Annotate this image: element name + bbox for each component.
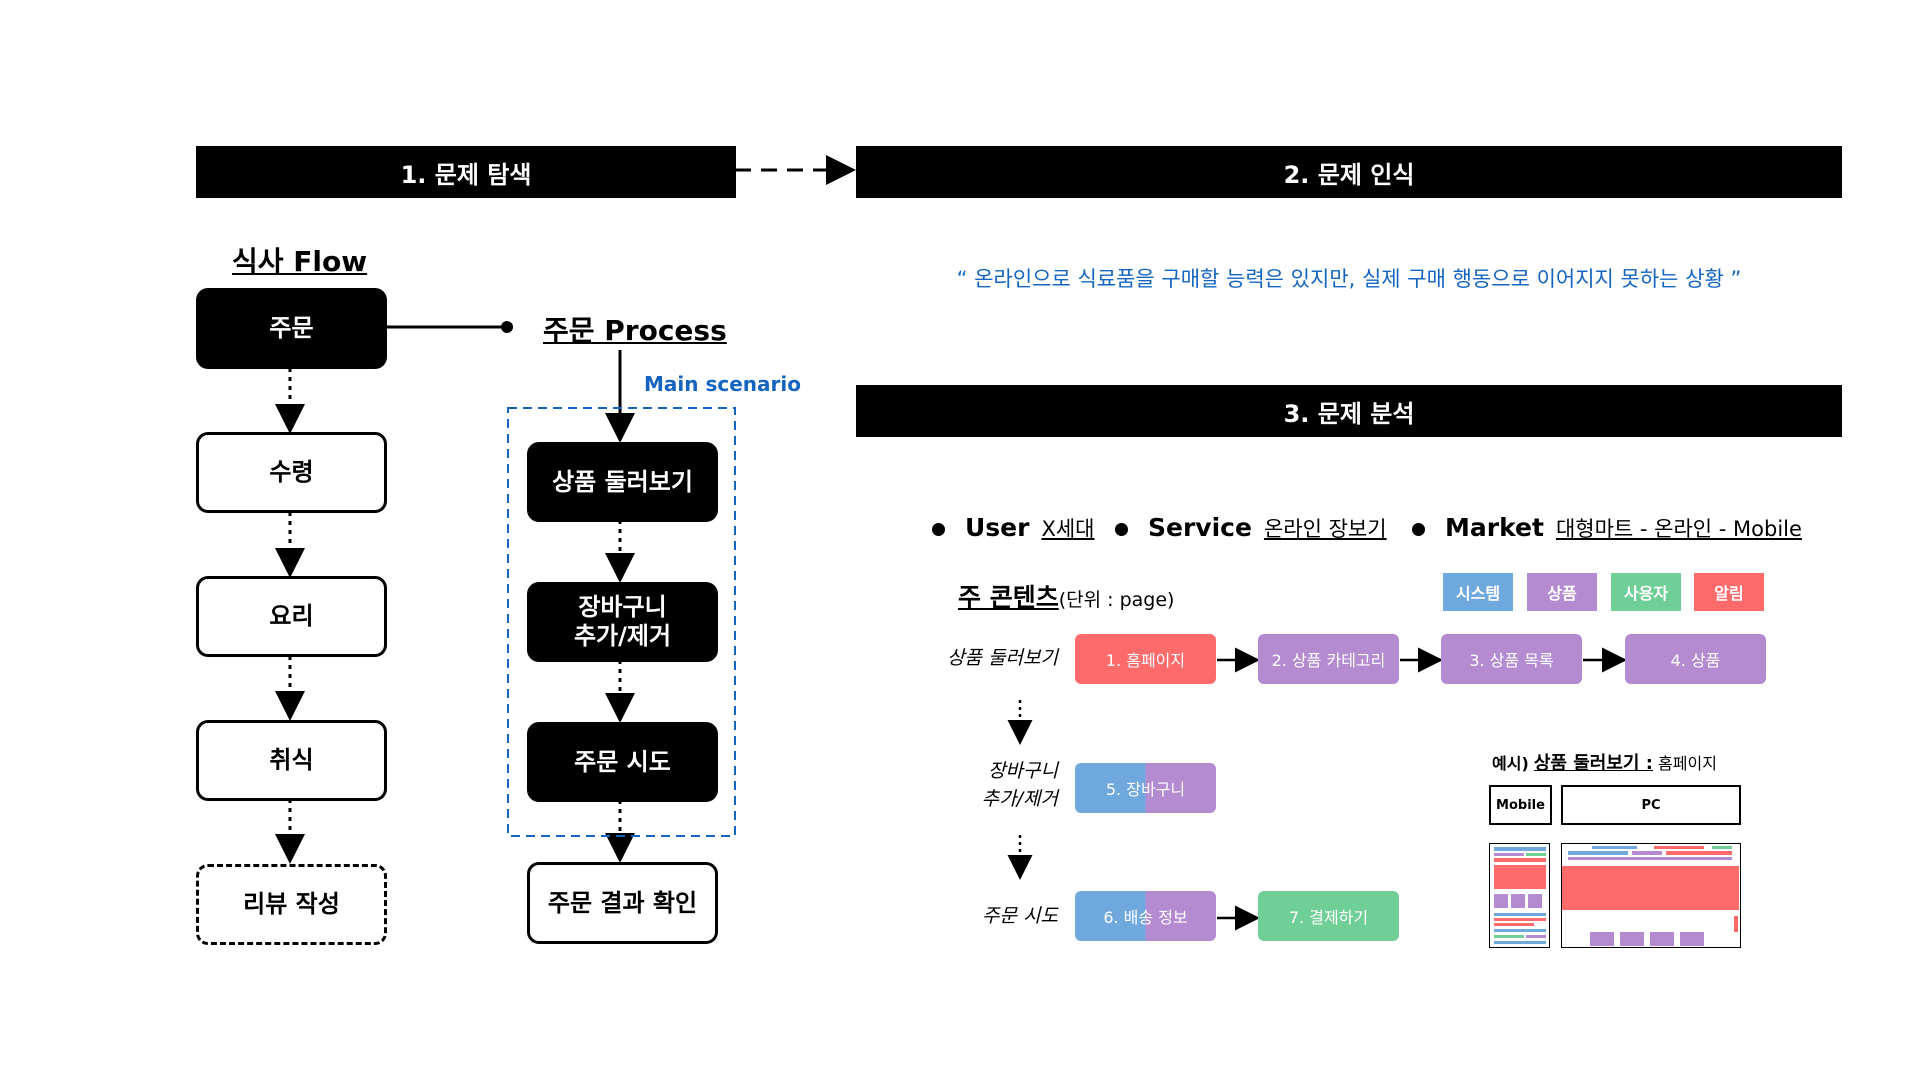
content-flow-arrows: [1217, 647, 1627, 931]
meal-step-review: 리뷰 작성: [196, 864, 387, 945]
target-service-value: 온라인 장보기: [1263, 517, 1387, 541]
meal-step-order: 주문: [196, 288, 387, 369]
process-step-browse: 상품 둘러보기: [527, 442, 718, 522]
section-explore-header: 1. 문제 탐색: [196, 146, 736, 198]
bullet-icon: [1412, 523, 1425, 536]
contents-title: 주 콘텐츠: [958, 583, 1059, 612]
section-recognize-header: 2. 문제 인식: [856, 146, 1842, 198]
legend-user: 사용자: [1611, 573, 1681, 611]
process-result: 주문 결과 확인: [527, 862, 718, 944]
meal-flow-title: 식사 Flow: [232, 245, 368, 278]
example-mobile-thumbnail: [1489, 843, 1550, 948]
contents-heading: 주 콘텐츠(단위 : page): [958, 578, 1174, 614]
page-shipping: 6. 배송 정보: [1075, 891, 1216, 941]
contents-unit: (단위 : page): [1058, 589, 1175, 611]
meal-step-receive: 수령: [196, 432, 387, 513]
page-product: 4. 상품: [1625, 634, 1766, 684]
example-title: 상품 둘러보기 :: [1533, 753, 1653, 774]
page-product-list: 3. 상품 목록: [1441, 634, 1582, 684]
meal-step-cook: 요리: [196, 576, 387, 657]
row-label-order: 주문 시도: [982, 905, 1058, 927]
target-service-key: Service: [1148, 513, 1252, 542]
bullet-icon: [932, 523, 945, 536]
example-page: 홈페이지: [1658, 754, 1717, 773]
page-payment: 7. 결제하기: [1258, 891, 1399, 941]
process-step-cart: 장바구니 추가/제거: [527, 582, 718, 662]
legend-system: 시스템: [1443, 573, 1513, 611]
legend-product: 상품: [1527, 573, 1597, 611]
row-label-browse: 상품 둘러보기: [947, 647, 1058, 669]
example-pc-thumbnail: [1561, 843, 1741, 948]
order-process-title: 주문 Process: [543, 314, 727, 347]
target-service: Service 온라인 장보기: [1115, 513, 1387, 543]
example-caption: 예시) 상품 둘러보기 : 홈페이지: [1492, 749, 1717, 775]
row-label-cart: 장바구니 추가/제거: [981, 760, 1058, 810]
target-market-value: 대형마트 - 온라인 - Mobile: [1555, 517, 1802, 541]
target-market-key: Market: [1445, 513, 1544, 542]
example-pc-label: PC: [1561, 785, 1741, 825]
main-scenario-frame: [507, 407, 736, 837]
page-category: 2. 상품 카테고리: [1258, 634, 1399, 684]
problem-quote: “ 온라인으로 식료품을 구매할 능력은 있지만, 실제 구매 행동으로 이어지…: [956, 267, 1742, 291]
bullet-icon: [1115, 523, 1128, 536]
target-market: Market 대형마트 - 온라인 - Mobile: [1412, 513, 1802, 543]
process-connector-dot: [501, 321, 513, 333]
legend-notification: 알림: [1694, 573, 1764, 611]
page-homepage: 1. 홈페이지: [1075, 634, 1216, 684]
page-cart: 5. 장바구니: [1075, 763, 1216, 813]
example-mobile-label: Mobile: [1489, 785, 1552, 825]
target-user-value: X세대: [1041, 517, 1095, 541]
target-user: User X세대: [932, 513, 1095, 543]
section-analyze-header: 3. 문제 분석: [856, 385, 1842, 437]
example-prefix: 예시): [1492, 754, 1529, 773]
target-user-key: User: [965, 513, 1030, 542]
main-scenario-label: Main scenario: [644, 372, 801, 396]
process-step-order-attempt: 주문 시도: [527, 722, 718, 802]
meal-step-eat: 취식: [196, 720, 387, 801]
